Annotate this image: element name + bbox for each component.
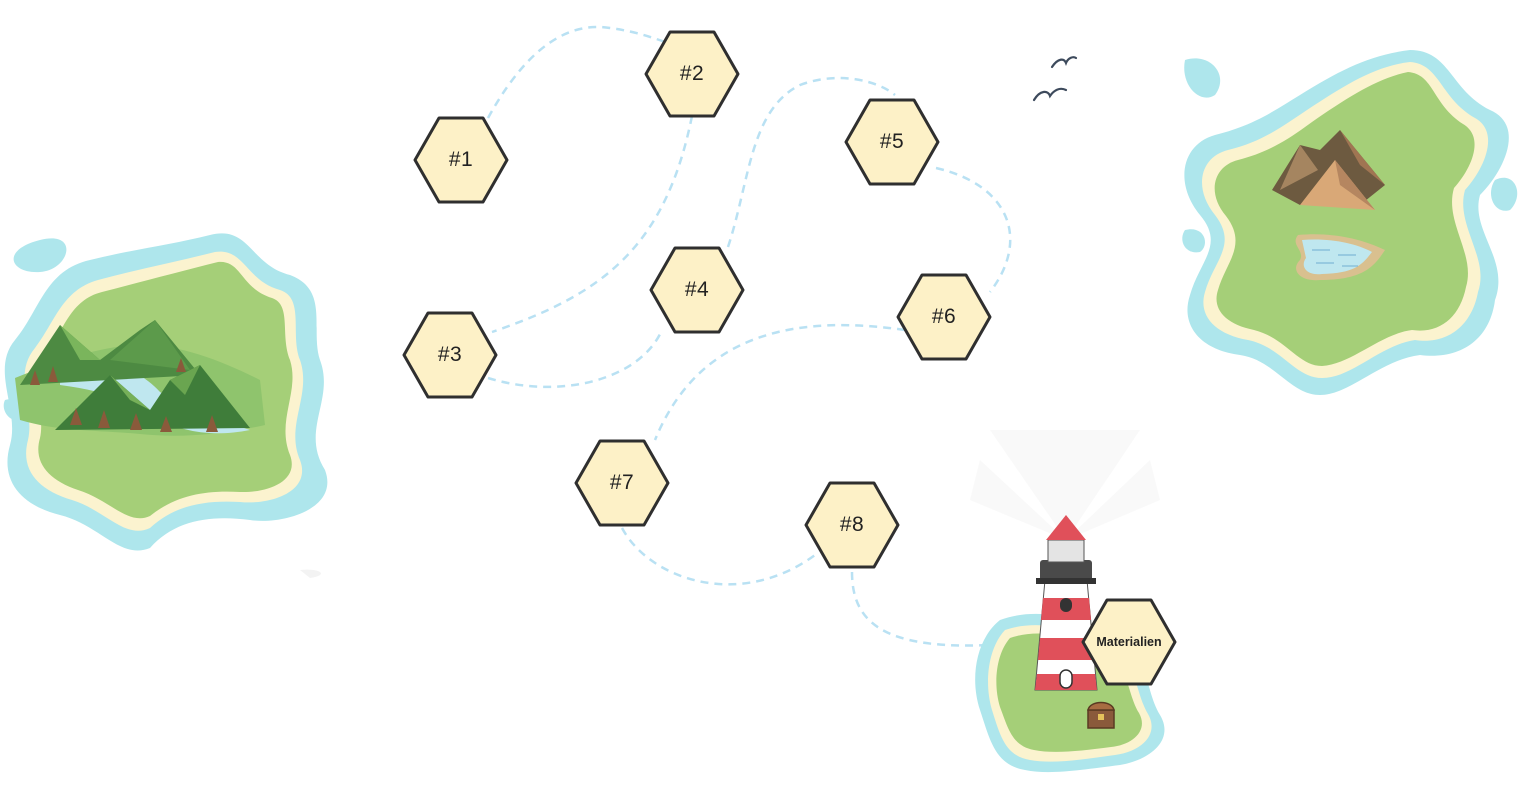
trail-path (486, 25, 1012, 647)
hexagon-icon (413, 116, 509, 204)
station-4-label: #4 (684, 278, 710, 301)
hexagon-icon (896, 273, 992, 361)
station-5-label: #5 (879, 130, 905, 153)
hexagon-icon (1081, 598, 1177, 686)
station-5-button[interactable]: #5 (844, 98, 940, 186)
hexagon-icon (804, 481, 900, 569)
station-2-button[interactable]: #2 (644, 30, 740, 118)
station-1-label: #1 (448, 148, 474, 171)
hexagon-icon (574, 439, 670, 527)
hexagon-icon (402, 311, 498, 399)
treasure-chest-icon (1087, 701, 1115, 729)
left-island (3, 233, 328, 578)
hexagon-icon (644, 30, 740, 118)
right-island (1182, 50, 1518, 395)
hexagon-icon (649, 246, 745, 334)
lighthouse-icon (970, 430, 1160, 691)
hexagon-icon (844, 98, 940, 186)
station-1-button[interactable]: #1 (413, 116, 509, 204)
materials-label: Materialien (1096, 635, 1162, 649)
station-7-button[interactable]: #7 (574, 439, 670, 527)
station-3-button[interactable]: #3 (402, 311, 498, 399)
station-6-button[interactable]: #6 (896, 273, 992, 361)
station-8-button[interactable]: #8 (804, 481, 900, 569)
station-2-label: #2 (679, 62, 705, 85)
materials-button[interactable]: Materialien (1081, 598, 1177, 686)
station-8-label: #8 (839, 513, 865, 536)
station-4-button[interactable]: #4 (649, 246, 745, 334)
station-6-label: #6 (931, 305, 957, 328)
station-7-label: #7 (609, 471, 635, 494)
station-3-label: #3 (437, 343, 463, 366)
birds-icon (1032, 56, 1078, 102)
